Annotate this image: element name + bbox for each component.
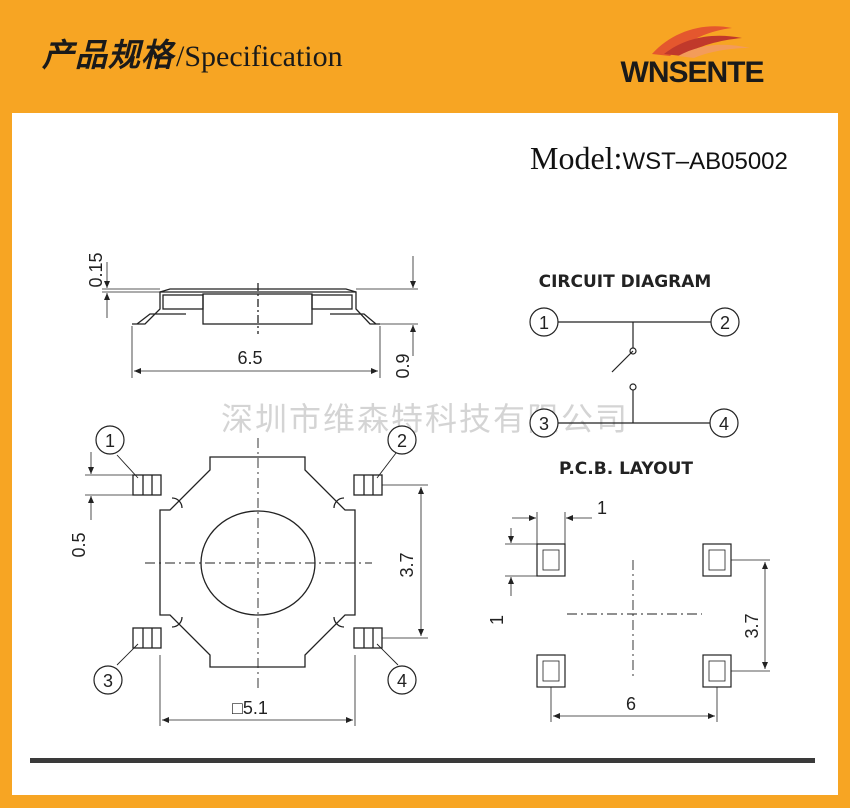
- watermark-text: 深圳市维森特科技有限公司: [221, 400, 629, 438]
- side-dim-height: 0.9: [393, 353, 413, 378]
- pin-4-marker: [387, 665, 417, 695]
- pcb-dim-bottom: 6: [626, 694, 636, 714]
- title-chinese: 产品规格: [42, 36, 175, 74]
- circuit-pin-3: [529, 408, 559, 438]
- pcb-title: P.C.B. LAYOUT: [559, 459, 693, 479]
- top-view-pin-markers: 1 2 3 4: [93, 425, 417, 695]
- logo-wing-icon: [652, 26, 750, 58]
- side-view: [102, 256, 418, 378]
- pcb-dim-top: 1: [597, 498, 607, 518]
- pin-3-label: 3: [103, 671, 113, 691]
- pcb-dim-right: 3.7: [742, 613, 762, 638]
- pcb-dim-left: 1: [487, 615, 507, 625]
- pcb-layout: [505, 512, 770, 722]
- pin-3-marker: [93, 665, 123, 695]
- circuit-pin-4: [709, 408, 739, 438]
- title-english: /Specification: [176, 40, 343, 73]
- pcb-pad-4: [702, 654, 732, 688]
- circuit-pin-3-label: 3: [539, 414, 549, 434]
- top-dim-right: 3.7: [397, 552, 417, 577]
- circuit-pin-4-label: 4: [719, 414, 729, 434]
- side-dim-width: 6.5: [237, 348, 262, 368]
- pin-4-label: 4: [397, 671, 407, 691]
- circuit-pin-1: [529, 307, 559, 337]
- brand-logo: WNSENTE: [612, 12, 772, 92]
- circuit-diagram: [558, 321, 711, 424]
- side-dim-top: 0.15: [86, 252, 106, 287]
- model-value: WST–AB05002: [622, 148, 788, 175]
- model-label: Model:: [530, 140, 623, 176]
- pcb-pad-2: [702, 543, 732, 577]
- pcb-pad-1: [536, 543, 566, 577]
- page-title: 产品规格 /Specification: [42, 30, 343, 90]
- circuit-title: CIRCUIT DIAGRAM: [539, 272, 712, 292]
- logo-text: WNSENTE: [620, 56, 765, 89]
- circuit-pin-2-label: 2: [720, 313, 730, 333]
- pcb-pad-3: [536, 654, 566, 688]
- top-dim-left: 0.5: [69, 532, 89, 557]
- top-view: [85, 438, 428, 726]
- pin-1-label: 1: [105, 431, 115, 451]
- spec-panel: [12, 113, 838, 795]
- pin-1-marker: [95, 425, 125, 455]
- circuit-pin-2: [710, 307, 740, 337]
- pin-2-label: 2: [397, 431, 407, 451]
- pin-2-marker: [387, 425, 417, 455]
- circuit-pin-1-label: 1: [539, 313, 549, 333]
- top-dim-bottom: □5.1: [232, 698, 268, 718]
- footer-divider: [30, 758, 815, 763]
- model-number: Model:WST–AB05002: [530, 140, 788, 177]
- circuit-pin-markers: 1 2 3 4: [529, 307, 740, 438]
